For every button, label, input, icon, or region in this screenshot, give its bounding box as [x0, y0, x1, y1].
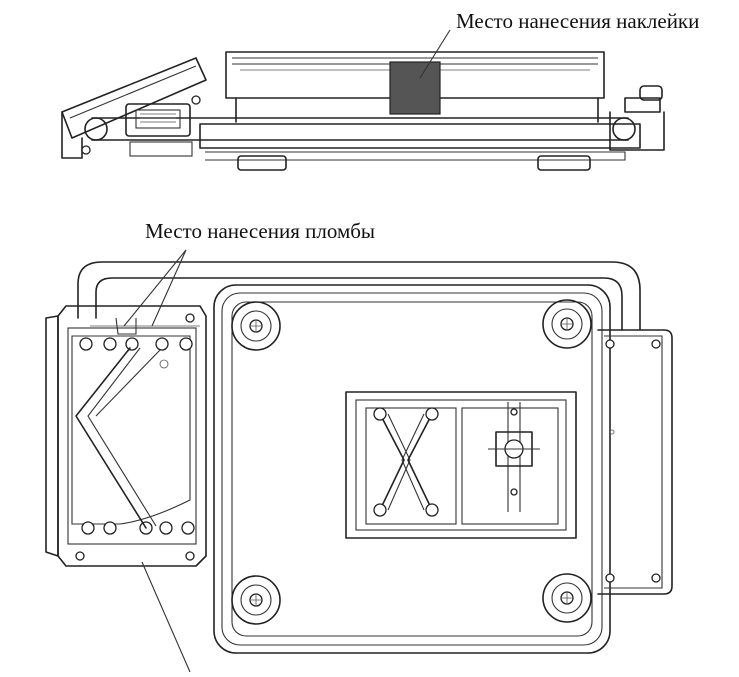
left-panel-edge — [45, 315, 59, 557]
hole — [159, 359, 169, 369]
screw-icon — [159, 521, 173, 535]
connector-box — [125, 103, 191, 137]
knob-top — [639, 85, 663, 101]
display-head — [61, 57, 207, 139]
bottom-view — [45, 249, 673, 673]
handle-left-end — [84, 117, 108, 141]
internal-bracket — [95, 349, 161, 417]
connector-pins — [140, 113, 176, 123]
handle-right-end — [612, 117, 636, 141]
foot-left — [237, 155, 287, 171]
screw-icon — [103, 521, 117, 535]
left-panel-inner — [67, 327, 197, 545]
screw-icon — [191, 95, 201, 105]
foot-icon — [231, 301, 281, 351]
base-inner-1 — [221, 292, 603, 646]
hole — [609, 429, 615, 435]
sticker-place-label: Место нанесения наклейки — [456, 9, 700, 33]
screw-icon — [651, 339, 661, 349]
screw-icon — [79, 337, 93, 351]
screw-icon — [605, 339, 615, 349]
foot-icon — [231, 575, 281, 625]
sticker-leader-line — [419, 29, 451, 79]
screw-icon — [125, 337, 139, 351]
screw-icon — [373, 503, 387, 517]
screw-icon — [373, 407, 387, 421]
screw-icon — [155, 337, 169, 351]
handle-loop-inner — [95, 277, 623, 331]
right-panel-inner — [604, 335, 663, 589]
seal-place-label: Место нанесения пломбы — [145, 219, 376, 243]
internal-cable — [75, 347, 147, 529]
sticker-area — [389, 61, 441, 115]
screw-icon — [179, 337, 193, 351]
screw-icon — [103, 337, 117, 351]
right-panel — [597, 329, 673, 595]
foot-icon — [542, 573, 592, 623]
screw-icon — [605, 573, 615, 583]
loadcell-area — [461, 407, 559, 525]
side-view — [61, 29, 665, 171]
screw-icon — [81, 145, 91, 155]
right-bracket — [609, 111, 665, 151]
screw-icon — [510, 408, 518, 416]
foot-icon — [542, 299, 592, 349]
foot-right — [537, 155, 591, 171]
screw-icon — [510, 488, 518, 496]
loadcell-frame — [345, 391, 577, 539]
internal-cable-inner — [87, 347, 157, 527]
screw-icon — [81, 521, 95, 535]
screw-icon — [651, 573, 661, 583]
knob-base — [624, 97, 661, 113]
base-outline — [213, 284, 611, 654]
cross-bracket-inner — [387, 413, 425, 511]
loadcell-beam — [507, 402, 521, 512]
connector-lower — [129, 141, 193, 157]
handle-loop-outer — [77, 261, 641, 331]
connector-port — [135, 109, 181, 129]
left-panel-cover — [71, 335, 191, 525]
base-body — [199, 123, 641, 149]
screw-icon — [425, 503, 439, 517]
display-head-edge — [69, 65, 197, 119]
cross-bracket — [379, 413, 433, 511]
screw-icon — [75, 551, 85, 561]
seal-leader-line — [123, 249, 187, 327]
screw-icon — [185, 313, 195, 323]
screw-icon — [181, 521, 195, 535]
platform-side — [225, 51, 605, 99]
cross-bracket-area — [365, 407, 457, 525]
left-panel — [57, 305, 207, 567]
screw-icon — [185, 551, 195, 561]
loadcell-frame-inner — [355, 399, 567, 531]
bottom-leader-line — [141, 561, 191, 673]
handle-bar — [91, 117, 629, 141]
base-lower — [205, 151, 626, 161]
screw-icon — [425, 407, 439, 421]
base-inner-2 — [231, 301, 593, 637]
